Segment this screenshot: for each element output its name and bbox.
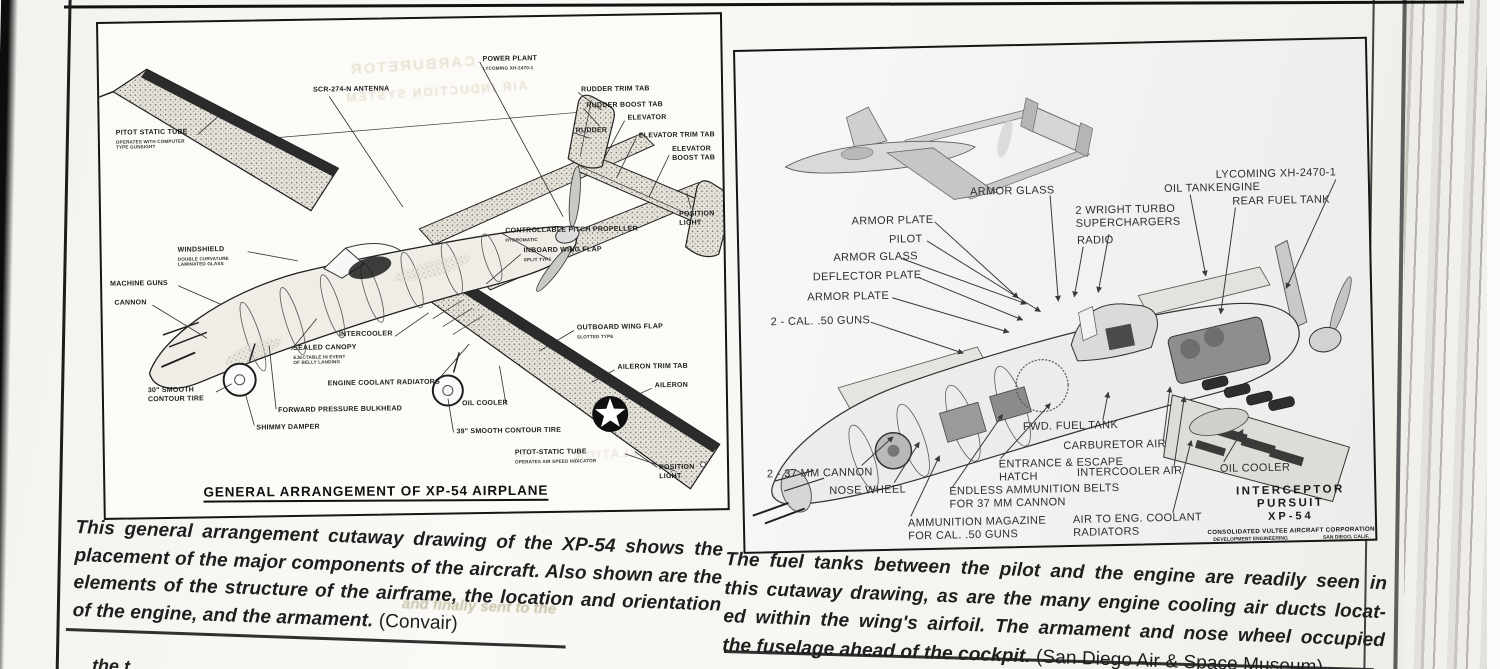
figure-callout-label: AMMUNITION MAGAZINE FOR CAL. .50 GUNS bbox=[907, 514, 1047, 543]
figure-callout-label: ENDLESS AMMUNITION BELTS FOR 37 MM CANNO… bbox=[949, 482, 1120, 511]
scan-edge-shadow bbox=[0, 0, 19, 669]
left-figure-title: GENERAL ARRANGEMENT OF XP-54 AIRPLANE bbox=[203, 482, 549, 503]
figure-callout-label: ENGINE COOLANT RADIATORS bbox=[327, 378, 441, 388]
stamp-designation: XP-54 bbox=[1267, 509, 1314, 523]
left-figure-box: CARBURETOR AIR INDUCTION SYSTEM INSTALLA… bbox=[96, 12, 730, 520]
figure-callout-label: PILOT bbox=[888, 233, 923, 246]
figure-callout-label: 30" SMOOTH CONTOUR TIRE bbox=[147, 386, 205, 403]
figure-callout-label: RUDDER BOOST TAB bbox=[586, 101, 664, 110]
figure-callout-label: ARMOR PLATE bbox=[807, 289, 890, 304]
figure-callout-label: LYCOMING XH-2470-1 ENGINE bbox=[1215, 166, 1337, 194]
figure-callout-label: POSITION LIGHT bbox=[679, 210, 715, 227]
figure-callout-label: FWD. FUEL TANK bbox=[1022, 419, 1119, 434]
figure-callout-label: ARMOR GLASS bbox=[833, 250, 919, 264]
figure-callout-label: AIR TO ENG. COOLANT RADIATORS bbox=[1072, 511, 1203, 539]
figure-callout-label: OIL COOLER bbox=[461, 399, 509, 408]
figure-callout-label: FORWARD PRESSURE BULKHEAD bbox=[278, 405, 403, 415]
figure-callout-label: AILERON bbox=[654, 381, 689, 390]
book-page-edge-streaks bbox=[1404, 0, 1500, 669]
figure-callout-label: ELEVATOR TRIM TAB bbox=[638, 131, 715, 140]
figure-callout-label: RADIO bbox=[1076, 234, 1114, 247]
figure-callout-label: SCR-274-N ANTENNA bbox=[313, 85, 390, 94]
figure-callout-label: ELEVATOR bbox=[627, 114, 667, 122]
figure-callout-label: 2 WRIGHT TURBO SUPERCHARGERS bbox=[1075, 202, 1181, 230]
figure-callout-label: CANNON bbox=[114, 299, 147, 307]
figure-callout-label: CARBURETOR AIR bbox=[1063, 438, 1166, 453]
top-rule-line bbox=[63, 0, 1465, 9]
figure-callout-label: MACHINE GUNS bbox=[110, 279, 169, 288]
stamp-title: INTERCEPTOR PURSUIT bbox=[1235, 483, 1345, 511]
figure-callout-label: OIL COOLER bbox=[1219, 461, 1291, 475]
xp54-intact-aircraft-drawing bbox=[784, 97, 1094, 200]
clipped-text-fragment: the t bbox=[91, 655, 131, 669]
left-rule-line bbox=[55, 0, 72, 669]
photo-stamp-block: INTERCEPTOR PURSUIT XP-54 CONSOLIDATED V… bbox=[1204, 483, 1377, 553]
right-figure-labels: ARMOR GLASS ARMOR PLATE PILOT 2 WRIGHT TURB… bbox=[735, 39, 1375, 552]
figure-callout-label: DEFLECTOR PLATE bbox=[812, 269, 922, 284]
figure-callout-label: NOSE WHEEL bbox=[829, 483, 907, 498]
stamp-department: DEVELOPMENT ENGINEERING bbox=[1213, 534, 1288, 543]
right-figure-caption: The fuel tanks between the pilot and the… bbox=[722, 546, 1388, 669]
figure-callout-label: OIL TANK bbox=[1163, 181, 1216, 196]
book-page-edge-white bbox=[1487, 0, 1500, 669]
figure-callout-label: REAR FUEL TANK bbox=[1232, 193, 1330, 208]
figure-callout-label: 2 - 37 MM CANNON bbox=[766, 466, 873, 481]
figure-callout-label: 39" SMOOTH CONTOUR TIRE bbox=[456, 426, 562, 436]
figure-callout-label: POSITION LIGHT bbox=[659, 463, 695, 480]
figure-callout-label: SHIMMY DAMPER bbox=[256, 423, 320, 432]
left-figure-caption: This general arrangement cutaway drawing… bbox=[72, 514, 723, 647]
stamp-city: SAN DIEGO, CALIF. bbox=[1322, 533, 1370, 541]
figure-callout-label: 2 - CAL. .50 GUNS bbox=[770, 314, 871, 329]
figure-callout-label: ELEVATOR BOOST TAB bbox=[672, 145, 716, 162]
xp54-general-arrangement-drawing bbox=[98, 68, 728, 490]
right-figure-box: ARMOR GLASS ARMOR PLATE PILOT 2 WRIGHT TURB… bbox=[733, 36, 1378, 554]
figure-callout-label: RUDDER bbox=[575, 126, 608, 135]
figure-callout-label: ARMOR PLATE bbox=[851, 213, 934, 228]
stamp-photo-number: PHOTO NO. 14537 bbox=[1223, 544, 1267, 552]
figure-callout-label: INTERCOOLER bbox=[338, 330, 393, 339]
figure-callout-label: RUDDER TRIM TAB bbox=[581, 85, 650, 94]
stamp-date: 5-18-44 bbox=[1342, 542, 1360, 549]
figure-callout-label: INTERCOOLER AIR bbox=[1076, 464, 1183, 479]
figure-callout-label: AILERON TRIM TAB bbox=[617, 362, 688, 371]
caption-credit: (Convair) bbox=[378, 610, 459, 634]
figure-callout-label: ARMOR GLASS bbox=[969, 184, 1055, 199]
